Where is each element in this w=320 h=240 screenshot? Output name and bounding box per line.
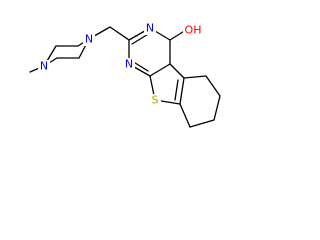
bond-cy-4 bbox=[189, 119, 215, 128]
bond-c4a-c8a bbox=[149, 63, 171, 77]
bond-ch2-c2 bbox=[109, 26, 130, 41]
molecule-drawing: N N N N S OH bbox=[29, 22, 221, 128]
atom-n-methyl-piperazine: N bbox=[38, 60, 50, 73]
atom-n3-pyrimidine: N bbox=[144, 22, 156, 35]
atom-n1-pyrimidine: N bbox=[123, 58, 135, 71]
bond-c3a-c4a bbox=[169, 63, 185, 79]
atom-oh-label: OH bbox=[185, 24, 202, 37]
atom-s-label: S bbox=[152, 94, 159, 107]
bond-cy-2 bbox=[205, 75, 221, 97]
atom-n-label-3: N bbox=[146, 22, 154, 35]
atom-labels: N N N N S OH bbox=[38, 22, 203, 107]
atom-n-ch2-piperazine: N bbox=[83, 33, 95, 46]
bond-cy-3 bbox=[213, 95, 221, 121]
atom-n-label-1: N bbox=[40, 60, 48, 73]
atom-n-label-2: N bbox=[85, 33, 93, 46]
bond-c7a-c3a-b bbox=[174, 79, 179, 101]
atom-hydroxyl: OH bbox=[183, 24, 203, 37]
bond-cy-1 bbox=[183, 75, 207, 79]
structure-diagram: N N N N S OH bbox=[0, 0, 232, 157]
atom-n-label-4: N bbox=[125, 58, 133, 71]
bond-cy-5 bbox=[179, 103, 191, 128]
bond-c7a-c3a-a bbox=[179, 77, 185, 105]
atom-sulfur: S bbox=[149, 94, 161, 107]
bond-lines bbox=[29, 26, 221, 128]
